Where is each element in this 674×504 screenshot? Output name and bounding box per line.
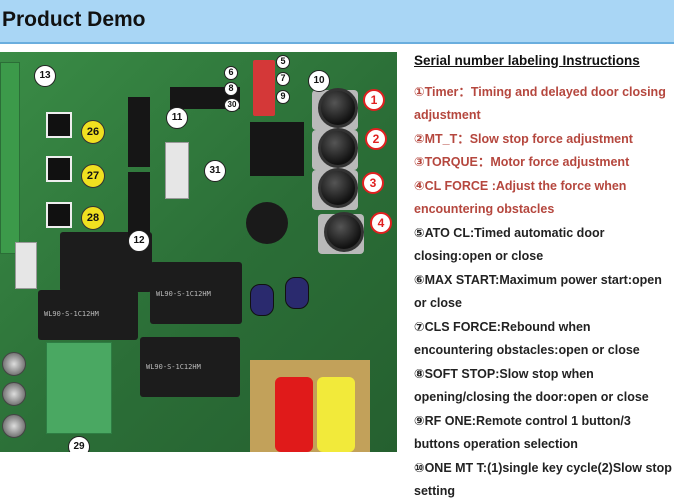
instruction-item-1: ①Timer：Timing and delayed door closing a… bbox=[414, 85, 666, 123]
capacitor-b bbox=[285, 277, 309, 309]
chip-top bbox=[170, 87, 240, 109]
label-red-3: 3 bbox=[362, 172, 384, 194]
label-5: 5 bbox=[276, 55, 290, 69]
torque-knob bbox=[318, 168, 358, 208]
page-header: Product Demo bbox=[0, 0, 674, 44]
label-29: 29 bbox=[68, 436, 90, 452]
screw-terminal-2 bbox=[2, 382, 26, 406]
relay-b-mark: WL90-S-1C12HM bbox=[156, 290, 211, 298]
relay-a-mark: WL90-S-1C12HM bbox=[44, 310, 99, 318]
jumper-block-a bbox=[128, 97, 150, 167]
relay-c: WL90-S-1C12HM bbox=[140, 337, 240, 397]
instruction-item-10: ⑩ONE MT T:(1)single key cycle(2)Slow sto… bbox=[414, 461, 672, 499]
push-button-28 bbox=[46, 202, 72, 228]
label-10: 10 bbox=[308, 70, 330, 92]
label-8: 8 bbox=[224, 82, 238, 96]
label-31: 31 bbox=[204, 160, 226, 182]
pcb-product-photo: WL90-S-1C12HM WL90-S-1C12HM WL90-S-1C12H… bbox=[0, 52, 397, 452]
label-11: 11 bbox=[166, 107, 188, 129]
label-7: 7 bbox=[276, 72, 290, 86]
instruction-item-4: ④CL FORCE :Adjust the force when encount… bbox=[414, 179, 627, 217]
mt-t-knob bbox=[318, 128, 358, 168]
instruction-item-5: ⑤ATO CL:Timed automatic door closing:ope… bbox=[414, 226, 605, 264]
side-connector bbox=[15, 242, 37, 289]
label-30: 30 bbox=[224, 98, 240, 112]
instruction-item-2: ②MT_T：Slow stop force adjustment bbox=[414, 132, 633, 146]
label-red-4: 4 bbox=[370, 212, 392, 234]
timer-knob bbox=[318, 88, 358, 128]
label-9: 9 bbox=[276, 90, 290, 104]
page-title: Product Demo bbox=[2, 8, 146, 31]
instruction-item-7: ⑦CLS FORCE:Rebound when encountering obs… bbox=[414, 320, 640, 358]
push-button-26 bbox=[46, 112, 72, 138]
screw-terminal-1 bbox=[2, 352, 26, 376]
green-terminal-block bbox=[46, 342, 112, 434]
instruction-item-9: ⑨RF ONE:Remote control 1 button/3 button… bbox=[414, 414, 631, 452]
label-27: 27 bbox=[81, 164, 105, 188]
transformer-red-coil bbox=[275, 377, 313, 452]
dip-switch bbox=[253, 60, 275, 116]
instruction-item-6: ⑥MAX START:Maximum power start:open or c… bbox=[414, 273, 662, 311]
instruction-item-8: ⑧SOFT STOP:Slow stop when opening/closin… bbox=[414, 367, 649, 405]
label-26: 26 bbox=[81, 120, 105, 144]
label-12: 12 bbox=[128, 230, 150, 252]
jumper-block-b bbox=[128, 172, 150, 242]
cl-force-knob bbox=[324, 212, 364, 252]
main-ic bbox=[250, 122, 304, 176]
instruction-item-3: ③TORQUE：Motor force adjustment bbox=[414, 155, 630, 169]
label-28: 28 bbox=[81, 206, 105, 230]
push-button-27 bbox=[46, 156, 72, 182]
label-red-1: 1 bbox=[363, 89, 385, 111]
instructions-heading: Serial number labeling Instructions bbox=[414, 53, 640, 68]
label-13: 13 bbox=[34, 65, 56, 87]
relay-a: WL90-S-1C12HM bbox=[38, 290, 138, 340]
white-header-connector bbox=[165, 142, 189, 199]
capacitor-a bbox=[250, 284, 274, 316]
buzzer bbox=[246, 202, 288, 244]
relay-b: WL90-S-1C12HM bbox=[150, 262, 242, 324]
screw-terminal-3 bbox=[2, 414, 26, 438]
transformer-yellow-coil bbox=[317, 377, 355, 452]
label-6: 6 bbox=[224, 66, 238, 80]
left-terminal-strip bbox=[0, 62, 20, 254]
label-red-2: 2 bbox=[365, 128, 387, 150]
relay-c-mark: WL90-S-1C12HM bbox=[146, 363, 201, 371]
